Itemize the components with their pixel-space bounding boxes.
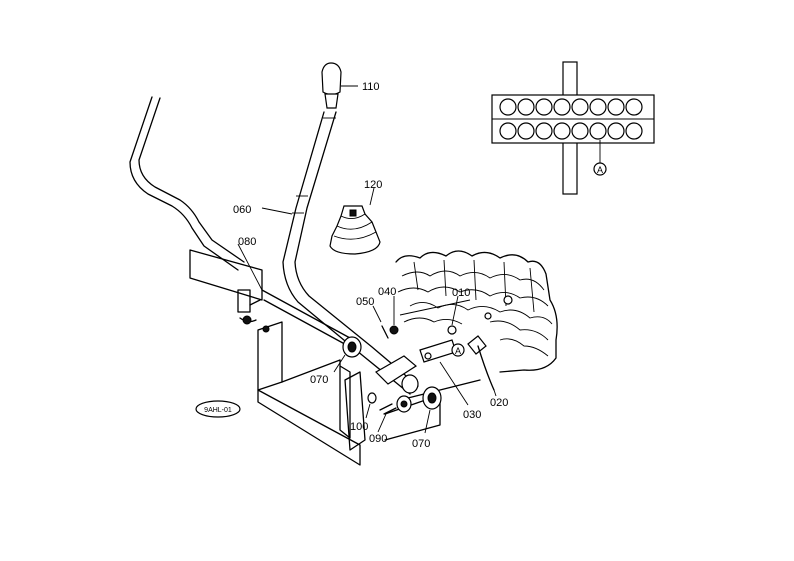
nut-040	[389, 296, 399, 335]
washer-100	[365, 392, 377, 419]
shift-knob	[321, 62, 358, 109]
spool-circle	[499, 98, 517, 116]
detail-view-a: A	[491, 61, 655, 195]
label-040: 040	[378, 286, 396, 298]
spool-circle	[553, 98, 571, 116]
spool-circle	[589, 98, 607, 116]
spool-circle	[607, 122, 625, 140]
rubber-boot	[329, 187, 381, 255]
spool-circle	[607, 98, 625, 116]
spool-circle	[553, 122, 571, 140]
bolt-090	[377, 403, 397, 433]
label-070-right: 070	[412, 438, 430, 450]
pin-050	[372, 305, 389, 339]
label-090: 090	[369, 433, 387, 445]
label-050: 050	[356, 296, 374, 308]
spool-circle	[535, 98, 553, 116]
label-020: 020	[490, 397, 508, 409]
part-labels: 110 120 060 080 050 040 010 070 100 090 …	[233, 81, 508, 450]
label-080: 080	[238, 236, 256, 248]
control-lever-left	[129, 96, 245, 271]
stamp-text: 9AHL-01	[204, 407, 232, 414]
bushing-left	[333, 336, 362, 373]
nut-010	[447, 295, 459, 335]
control-valve	[395, 250, 558, 373]
spool-circle	[589, 122, 607, 140]
bracket-020	[467, 335, 497, 397]
spool-circle	[517, 122, 535, 140]
spool-circle	[571, 122, 589, 140]
spool-circle	[499, 122, 517, 140]
detail-marker-label: A	[597, 165, 603, 175]
lever-pivot	[375, 355, 419, 413]
spool-circle	[535, 122, 553, 140]
bushing-right	[422, 386, 442, 434]
spool-circle	[517, 98, 535, 116]
spool-circle	[625, 122, 643, 140]
label-030: 030	[463, 409, 481, 421]
label-120: 120	[364, 179, 382, 191]
spool-circle	[625, 98, 643, 116]
label-070-left: 070	[310, 374, 328, 386]
label-010: 010	[452, 287, 470, 299]
drawing-stamp: 9AHL-01	[195, 400, 241, 418]
label-100: 100	[350, 421, 368, 433]
label-060: 060	[233, 204, 251, 216]
cross-shaft	[237, 243, 353, 349]
label-110: 110	[362, 81, 380, 93]
link-plate: A	[419, 339, 469, 406]
detail-marker-link: A	[455, 346, 461, 356]
shift-lever	[261, 111, 419, 395]
spool-circle	[571, 98, 589, 116]
base-frame	[189, 249, 481, 466]
